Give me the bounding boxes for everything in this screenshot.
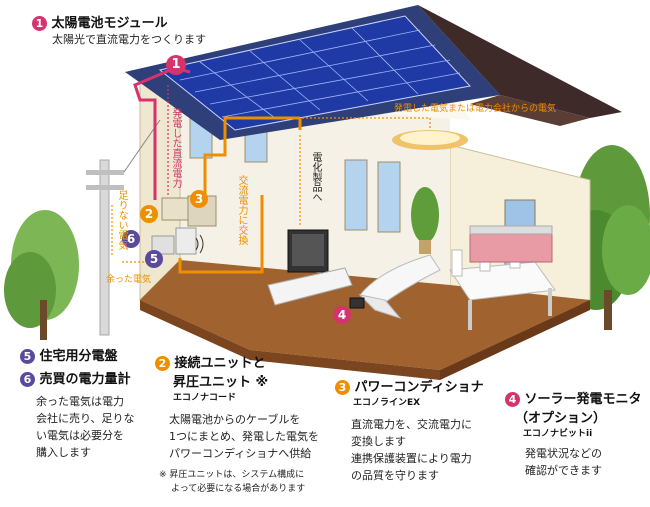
item-6-desc-line: 購入します: [36, 444, 135, 461]
item-5-title: 住宅用分電盤: [40, 349, 118, 364]
item-1-desc: 太陽光で直流電力をつくります: [52, 31, 206, 48]
item-4-title: ソーラー発電モニタ: [525, 392, 642, 407]
marker-2: 2: [140, 205, 158, 223]
marker-3: 3: [190, 190, 208, 208]
tree-icon: [4, 210, 79, 340]
item-3-sub: エコノラインEX: [353, 395, 484, 408]
item-6-desc-line: い電気は必要分を: [36, 427, 135, 444]
solar-monitor-icon: [350, 298, 364, 308]
marker-5: 5: [145, 250, 163, 268]
item-2-sub: エコノナコード: [173, 390, 319, 403]
item-4-badge: 4: [505, 392, 520, 407]
item-2-block: 2 接続ユニットと 昇圧ユニット ※ エコノナコード 太陽電池からのケーブルを …: [155, 352, 319, 496]
item-2-title2: 昇圧ユニット ※: [173, 371, 319, 390]
item-1-block: 1 太陽電池モジュール 太陽光で直流電力をつくります: [32, 12, 206, 48]
item-1-title: 太陽電池モジュール: [52, 16, 168, 31]
item-2-note-line: ※ 昇圧ユニットは、システム構成に: [159, 468, 319, 482]
item-4-title2: （オプション）: [515, 407, 642, 426]
item-3-desc-line: 変換します: [351, 433, 484, 450]
item-1-badge: 1: [32, 16, 47, 31]
dc-flow-label: 発電した直流電力: [170, 108, 181, 188]
item-6-desc: 余った電気は電力 会社に売り、足りな い電気は必要分を 購入します: [36, 393, 135, 461]
item-4-block: 4 ソーラー発電モニタ （オプション） エコノナビットii 発電状況などの 確認…: [505, 388, 642, 479]
lighting-flow-label: 発電した電気または電力会社からの電気: [394, 101, 556, 114]
kitchen-counter-icon: [470, 226, 552, 262]
item-1-title-row: 1 太陽電池モジュール: [32, 12, 206, 31]
marker-1: 1: [166, 55, 186, 75]
item-2-desc-line: パワーコンディショナへ供給: [169, 445, 319, 462]
marker-4: 4: [333, 306, 351, 324]
item-2-note: ※ 昇圧ユニットは、システム構成に よって必要になる場合があります: [159, 468, 319, 496]
item-3-desc: 直流電力を、交流電力に 変換します 連携保護装置により電力 の品質を守ります: [351, 416, 484, 484]
ac-flow-label: 交流電力に交換: [236, 175, 247, 245]
item-4-sub: エコノナビットii: [523, 426, 642, 439]
item-5-block: 5 住宅用分電盤: [20, 345, 118, 364]
item-3-badge: 3: [335, 380, 350, 395]
item-2-badge: 2: [155, 356, 170, 371]
item-5-badge: 5: [20, 349, 35, 364]
item-2-desc-line: 太陽電池からのケーブルを: [169, 411, 319, 428]
item-2-desc: 太陽電池からのケーブルを 1つにまとめ、発電した電気を パワーコンディショナへ供…: [169, 411, 319, 462]
item-3-desc-line: 直流電力を、交流電力に: [351, 416, 484, 433]
item-6-desc-line: 余った電気は電力: [36, 393, 135, 410]
item-4-desc-line: 発電状況などの: [525, 445, 642, 462]
item-6-title: 売買の電力量計: [40, 372, 131, 387]
item-6-block: 6 売買の電力量計 余った電気は電力 会社に売り、足りな い電気は必要分を 購入…: [20, 368, 135, 461]
item-2-note-line: よって必要になる場合があります: [171, 482, 319, 496]
item-4-desc: 発電状況などの 確認ができます: [525, 445, 642, 479]
item-2-title: 接続ユニットと: [175, 356, 266, 371]
shortage-flow-label: 足りない電気: [116, 190, 127, 250]
item-2-desc-line: 1つにまとめ、発電した電気を: [169, 428, 319, 445]
item-3-block: 3 パワーコンディショナ エコノラインEX 直流電力を、交流電力に 変換します …: [335, 376, 484, 484]
surplus-flow-label: 余った電気: [106, 272, 151, 285]
item-6-badge: 6: [20, 372, 35, 387]
item-6-desc-line: 会社に売り、足りな: [36, 410, 135, 427]
appliance-flow-label: 電化製品へ: [310, 152, 321, 202]
item-3-desc-line: 連携保護装置により電力: [351, 450, 484, 467]
item-4-desc-line: 確認ができます: [525, 462, 642, 479]
item-3-desc-line: の品質を守ります: [351, 467, 484, 484]
item-3-title: パワーコンディショナ: [355, 380, 484, 395]
